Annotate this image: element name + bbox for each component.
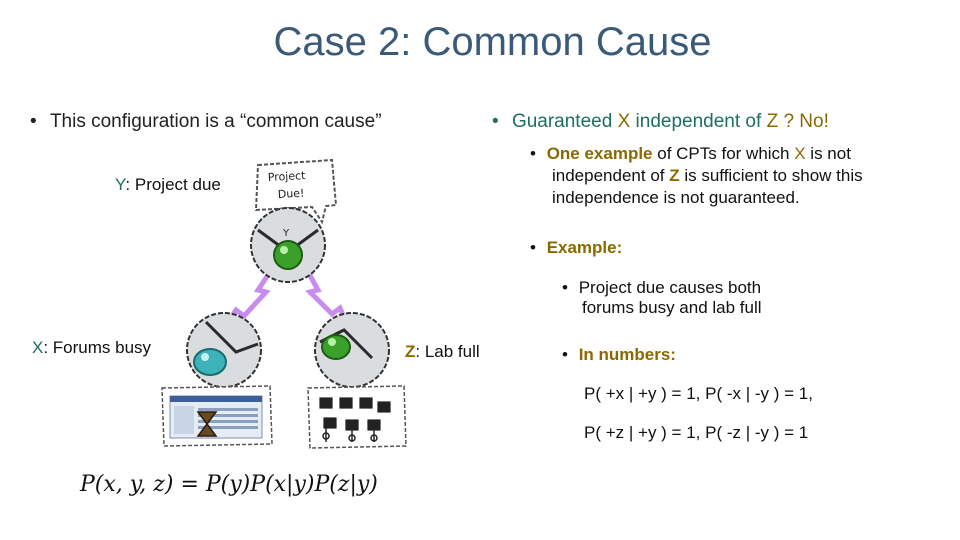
example-heading: • Example: xyxy=(530,238,622,258)
sub1-bullet: • xyxy=(530,144,536,163)
bullet-dot: • xyxy=(30,111,37,132)
headline-mid: independent of xyxy=(630,111,767,132)
example-bullet: • xyxy=(530,238,536,257)
sub1-line3: independence is not guaranteed. xyxy=(552,188,800,207)
project-due-sign: Project Due! xyxy=(254,158,338,225)
headline-x: X xyxy=(617,111,631,132)
sub1-x: X xyxy=(794,144,806,163)
headline: • Guaranteed X independent of Z ? No! xyxy=(492,111,829,133)
sign-text-1: Project xyxy=(267,169,306,184)
node-label-z: Z: Lab full xyxy=(405,342,480,362)
intro-bullet: • This configuration is a “common cause” xyxy=(30,111,382,133)
equation-2: P( +z | +y ) = 1, P( -z | -y ) = 1 xyxy=(584,423,809,442)
svg-text:Y: Y xyxy=(282,228,290,239)
sub-bullet-one-example: • One example of CPTs for which X is not… xyxy=(530,143,863,209)
influence-bolts xyxy=(225,270,349,324)
node-x-ball xyxy=(186,312,262,388)
headline-bullet: • xyxy=(492,111,499,132)
sub1-line2-a: independent of xyxy=(552,166,670,185)
example-item-line1: Project due causes both xyxy=(578,278,762,297)
sub1-text-c: is not xyxy=(805,144,851,163)
node-z-ball xyxy=(314,312,390,388)
example-item: • Project due causes both forums busy an… xyxy=(562,278,762,318)
sign-text-2: Due! xyxy=(277,187,304,201)
z-label-text: : Lab full xyxy=(415,342,480,361)
lab-full-image xyxy=(307,385,407,449)
node-label-x: X: Forums busy xyxy=(32,338,151,358)
bolt-right xyxy=(305,270,349,323)
x-letter: X xyxy=(32,338,44,357)
node-label-y: Y: Project due xyxy=(115,175,221,195)
headline-start: Guaranteed xyxy=(511,111,618,132)
numbers-bullet: • xyxy=(562,345,568,364)
intro-text: This configuration is a “common cause” xyxy=(49,111,382,132)
numbers-label: In numbers: xyxy=(578,345,676,364)
sub1-line2-b: is sufficient to show this xyxy=(679,166,863,185)
sub1-highlight: One example xyxy=(546,144,653,163)
headline-end: ? No! xyxy=(778,111,829,132)
y-letter: Y xyxy=(115,175,126,194)
z-letter: Z xyxy=(405,342,416,361)
headline-z: Z xyxy=(766,111,779,132)
equation-1: P( +x | +y ) = 1, P( -x | -y ) = 1, xyxy=(584,384,813,403)
example-label: Example: xyxy=(546,238,623,257)
example-item-bullet: • xyxy=(562,278,568,297)
node-y-ball: Y xyxy=(250,207,326,283)
slide-title: Case 2: Common Cause xyxy=(273,20,712,64)
example-item-line2: forums busy and lab full xyxy=(582,298,762,317)
numbers-heading: • In numbers: xyxy=(562,345,676,365)
sub1-text-b: of CPTs for which xyxy=(652,144,795,163)
hourglass-icon xyxy=(196,411,218,437)
x-label-text: : Forums busy xyxy=(43,338,152,357)
factorization-formula: P(x, y, z) = P(y)P(x|y)P(z|y) xyxy=(80,472,378,497)
sub1-line2-z: Z xyxy=(669,166,680,185)
y-label-text: : Project due xyxy=(125,175,221,194)
bolt-left xyxy=(225,270,273,324)
forums-screenshot-image xyxy=(161,385,273,447)
